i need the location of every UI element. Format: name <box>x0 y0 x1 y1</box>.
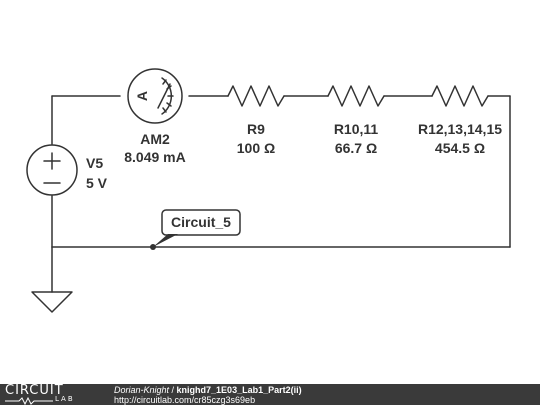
r9-name: R9 <box>247 121 265 137</box>
circuitlab-logo[interactable]: CIRCUIT LAB <box>3 383 95 405</box>
ammeter-letter: A <box>134 91 150 101</box>
source-value: 5 V <box>86 175 108 191</box>
node-label-callout[interactable]: Circuit_5 <box>153 209 241 247</box>
node-label-text: Circuit_5 <box>171 214 231 230</box>
resistor-r9-symbol <box>227 85 285 107</box>
resistor-r10-11-symbol <box>327 85 385 107</box>
logo-resistor-icon <box>5 397 53 405</box>
project-name[interactable]: knighd7_1E03_Lab1_Part2(ii) <box>176 385 302 395</box>
r10-11-value: 66.7 Ω <box>335 140 377 156</box>
r12-15-name: R12,13,14,15 <box>418 121 502 137</box>
project-url[interactable]: http://circuitlab.com/cr85czg3s69eb <box>114 395 256 405</box>
source-name: V5 <box>86 155 103 171</box>
ammeter-needle <box>157 83 171 109</box>
credit-separator: / <box>169 385 177 395</box>
voltage-source-symbol <box>26 144 78 196</box>
logo-wordmark-bottom: LAB <box>55 395 75 403</box>
r9-value: 100 Ω <box>237 140 275 156</box>
ammeter-symbol <box>127 68 183 124</box>
author-name[interactable]: Dorian-Knight <box>114 385 170 395</box>
credit-line: Dorian-Knight / knighd7_1E03_Lab1_Part2(… <box>114 385 302 395</box>
logo-wordmark-top: CIRCUIT <box>5 383 64 398</box>
ammeter-value: 8.049 mA <box>124 149 185 165</box>
resistor-r12-15-symbol <box>431 85 489 107</box>
r10-11-name: R10,11 <box>334 121 379 137</box>
circuit-schematic: A Circuit_5 V5 5 V AM2 8.049 mA R9 100 Ω… <box>26 68 511 313</box>
ground-symbol <box>31 291 73 313</box>
footer-bar: CIRCUIT LAB Dorian-Knight / knighd7_1E03… <box>0 383 540 405</box>
r12-15-value: 454.5 Ω <box>435 140 485 156</box>
ammeter-name: AM2 <box>140 131 170 147</box>
